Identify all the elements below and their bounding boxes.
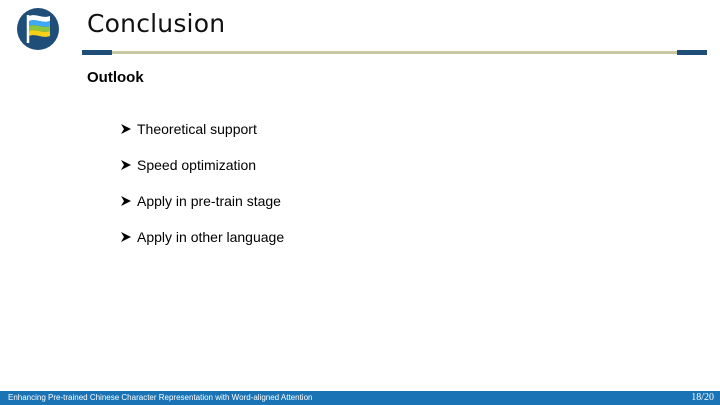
arrow-right-bullet-icon	[121, 196, 131, 206]
arrow-right-bullet-icon	[121, 160, 131, 170]
bullet-item: Theoretical support	[120, 120, 284, 138]
title-underline	[82, 50, 707, 55]
bullet-text: Apply in pre-train stage	[137, 193, 281, 209]
title-underline-middle	[112, 51, 677, 54]
title-underline-left	[82, 50, 112, 55]
flag-logo-icon	[16, 7, 60, 51]
section-heading: Outlook	[87, 69, 144, 86]
page-number: 18/20	[691, 392, 714, 403]
bullet-text: Theoretical support	[137, 121, 257, 137]
bullet-item: Apply in other language	[120, 228, 284, 246]
bullet-text: Apply in other language	[137, 229, 285, 245]
footer-title: Enhancing Pre-trained Chinese Character …	[8, 393, 313, 402]
bullet-item: Apply in pre-train stage	[120, 192, 284, 210]
arrow-right-bullet-icon	[121, 232, 131, 242]
bullet-item: Speed optimization	[120, 156, 284, 174]
title-underline-right	[677, 50, 707, 55]
bullet-list: Theoretical support Speed optimization A…	[120, 120, 284, 264]
arrow-right-bullet-icon	[121, 124, 131, 134]
bullet-text: Speed optimization	[137, 157, 257, 173]
footer-bar: Enhancing Pre-trained Chinese Character …	[0, 391, 720, 405]
page-title: Conclusion	[87, 9, 226, 38]
